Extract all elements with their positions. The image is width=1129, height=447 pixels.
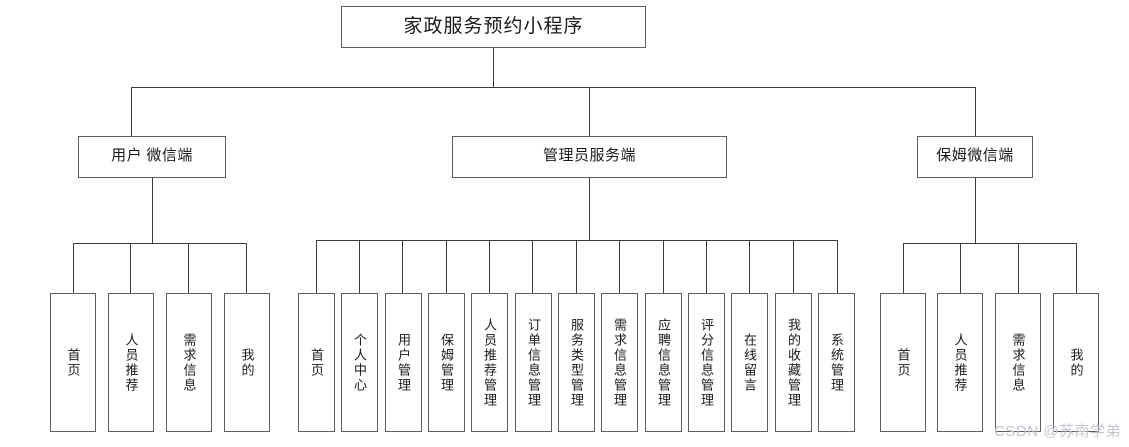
- connector-branch-2-leaf-drop-7: [576, 240, 577, 293]
- connector-branch-1-leaf-drop-3: [188, 243, 189, 293]
- connector-top-bus: [131, 87, 976, 88]
- connector-branch-2-stem: [589, 178, 590, 240]
- leaf-node[interactable]: 首页: [50, 293, 96, 432]
- leaf-node[interactable]: 人员推荐: [108, 293, 154, 432]
- connector-branch-2-leaf-drop-4: [446, 240, 447, 293]
- leaf-node-label: 在线留言: [742, 332, 757, 393]
- leaf-node[interactable]: 服务类型管理: [558, 293, 595, 432]
- connector-branch-1-leaf-drop-4: [246, 243, 247, 293]
- leaf-node-label: 系统管理: [829, 332, 844, 393]
- connector-branch-2-leaf-drop-11: [749, 240, 750, 293]
- connector-branch-3-bus: [903, 243, 1076, 244]
- connector-branch-2-leaf-drop-13: [837, 240, 838, 293]
- connector-root-stem: [493, 48, 494, 87]
- leaf-node[interactable]: 我的: [1053, 293, 1099, 432]
- leaf-node[interactable]: 用户管理: [385, 293, 422, 432]
- leaf-node-label: 我的: [239, 347, 255, 378]
- branch-node-user-wechat[interactable]: 用户 微信端: [78, 136, 226, 178]
- leaf-node-label: 需求信息: [1010, 332, 1026, 393]
- leaf-node[interactable]: 需求信息: [166, 293, 212, 432]
- watermark: CSDN @苏南学弟: [994, 423, 1121, 440]
- leaf-node-label: 评分信息管理: [699, 317, 714, 408]
- connector-branch-1-bus: [73, 243, 246, 244]
- leaf-node-label: 个人中心: [352, 332, 367, 393]
- connector-branch-2-leaf-drop-1: [316, 240, 317, 293]
- connector-branch-1-leaf-drop-2: [130, 243, 131, 293]
- leaf-node[interactable]: 保姆管理: [428, 293, 465, 432]
- leaf-node[interactable]: 应聘信息管理: [645, 293, 682, 432]
- connector-branch-1-stem: [152, 178, 153, 243]
- connector-branch-3-leaf-drop-1: [903, 243, 904, 293]
- leaf-node[interactable]: 评分信息管理: [688, 293, 725, 432]
- connector-branch-2-leaf-drop-10: [706, 240, 707, 293]
- leaf-node[interactable]: 需求信息管理: [601, 293, 638, 432]
- connector-branch-1-leaf-drop-1: [73, 243, 74, 293]
- leaf-node-label: 人员推荐管理: [482, 317, 497, 408]
- root-node[interactable]: 家政服务预约小程序: [341, 6, 646, 48]
- connector-branch-3-leaf-drop-3: [1018, 243, 1019, 293]
- leaf-node-label: 首页: [895, 347, 911, 378]
- connector-branch-2-leaf-drop-3: [402, 240, 403, 293]
- branch-node-nanny-wechat[interactable]: 保姆微信端: [917, 136, 1033, 178]
- leaf-node-label: 订单信息管理: [526, 317, 541, 408]
- connector-drop-branch-1: [131, 87, 132, 136]
- leaf-node-label: 保姆管理: [439, 332, 454, 393]
- leaf-node[interactable]: 我的收藏管理: [775, 293, 812, 432]
- connector-branch-2-leaf-drop-5: [489, 240, 490, 293]
- leaf-node-label: 服务类型管理: [569, 317, 584, 408]
- branch-node-label: 保姆微信端: [936, 148, 1014, 165]
- leaf-node-label: 应聘信息管理: [656, 317, 671, 408]
- leaf-node-label: 需求信息: [181, 332, 197, 393]
- leaf-node[interactable]: 我的: [224, 293, 270, 432]
- connector-drop-branch-3: [975, 87, 976, 136]
- leaf-node[interactable]: 系统管理: [818, 293, 855, 432]
- branch-node-label: 管理员服务端: [542, 148, 636, 165]
- connector-branch-2-leaf-drop-12: [793, 240, 794, 293]
- leaf-node-label: 首页: [309, 347, 324, 378]
- connector-branch-3-stem: [975, 178, 976, 243]
- leaf-node[interactable]: 首页: [298, 293, 335, 432]
- leaf-node-label: 需求信息管理: [612, 317, 627, 408]
- connector-branch-2-leaf-drop-8: [619, 240, 620, 293]
- leaf-node[interactable]: 人员推荐: [937, 293, 983, 432]
- branch-node-admin-service[interactable]: 管理员服务端: [452, 136, 727, 178]
- leaf-node-label: 人员推荐: [952, 332, 968, 393]
- connector-branch-3-leaf-drop-2: [960, 243, 961, 293]
- connector-branch-2-leaf-drop-2: [359, 240, 360, 293]
- leaf-node-label: 我的收藏管理: [786, 317, 801, 408]
- connector-branch-2-leaf-drop-6: [532, 240, 533, 293]
- leaf-node[interactable]: 需求信息: [995, 293, 1041, 432]
- leaf-node-label: 人员推荐: [123, 332, 139, 393]
- leaf-node[interactable]: 首页: [880, 293, 926, 432]
- leaf-node[interactable]: 在线留言: [731, 293, 768, 432]
- leaf-node-label: 我的: [1068, 347, 1084, 378]
- root-node-label: 家政服务预约小程序: [403, 15, 584, 37]
- leaf-node-label: 用户管理: [396, 332, 411, 393]
- leaf-node-label: 首页: [65, 347, 81, 378]
- leaf-node[interactable]: 订单信息管理: [515, 293, 552, 432]
- connector-branch-2-bus: [316, 240, 838, 241]
- connector-branch-3-leaf-drop-4: [1076, 243, 1077, 293]
- branch-node-label: 用户 微信端: [111, 148, 193, 165]
- connector-drop-branch-2: [589, 87, 590, 136]
- leaf-node[interactable]: 个人中心: [341, 293, 378, 432]
- connector-branch-2-leaf-drop-9: [663, 240, 664, 293]
- leaf-node[interactable]: 人员推荐管理: [471, 293, 508, 432]
